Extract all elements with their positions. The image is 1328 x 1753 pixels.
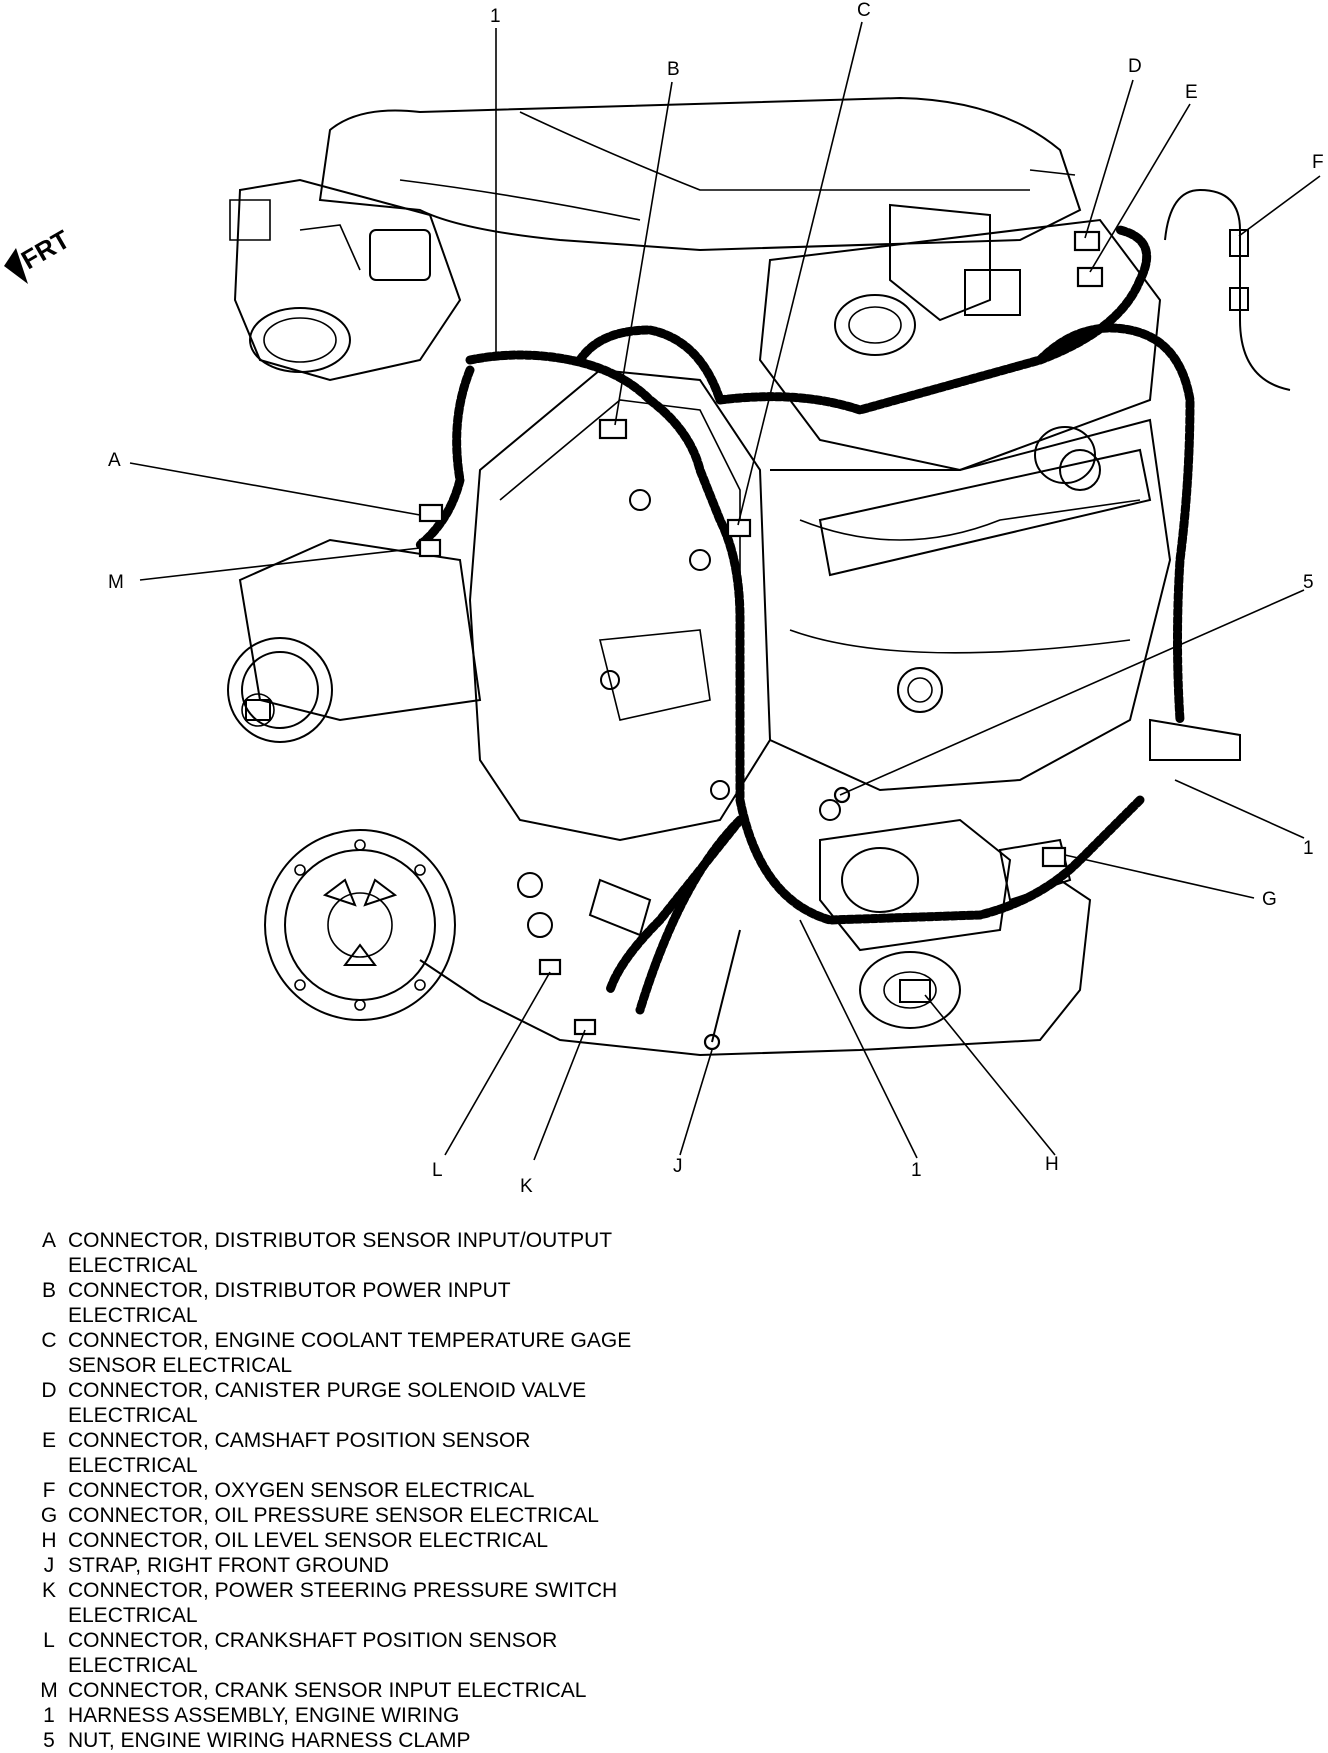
legend-item-b: B CONNECTOR, DISTRIBUTOR POWER INPUT ELEC… <box>30 1278 1230 1328</box>
legend-text: CONNECTOR, DISTRIBUTOR POWER INPUT ELECT… <box>68 1279 511 1327</box>
callout-f: F <box>1312 152 1324 173</box>
legend-item-c: C CONNECTOR, ENGINE COOLANT TEMPERATURE G… <box>30 1328 1230 1378</box>
callout-h: H <box>1045 1154 1059 1175</box>
callout-a: A <box>108 450 121 471</box>
legend-text: CONNECTOR, DISTRIBUTOR SENSOR INPUT/OUTP… <box>68 1229 613 1277</box>
front-direction-indicator: FRT <box>4 224 75 284</box>
callout-m: M <box>108 572 124 593</box>
legend-key: F <box>42 1479 56 1502</box>
legend: A CONNECTOR, DISTRIBUTOR SENSOR INPUT/OUT… <box>30 1228 1230 1753</box>
legend-text: CONNECTOR, CRANKSHAFT POSITION SENSOR EL… <box>68 1629 558 1677</box>
legend-key: K <box>41 1579 56 1602</box>
legend-text: CONNECTOR, CAMSHAFT POSITION SENSOR ELEC… <box>68 1429 531 1477</box>
callout-j: J <box>673 1156 683 1177</box>
callout-1-right: 1 <box>1303 838 1314 859</box>
legend-key: L <box>43 1629 55 1652</box>
legend-key: 5 <box>43 1729 55 1752</box>
legend-text: NUT, ENGINE WIRING HARNESS CLAMP <box>68 1729 471 1752</box>
legend-key: J <box>43 1554 55 1577</box>
legend-key: G <box>40 1504 58 1527</box>
front-arrow-icon <box>4 248 28 284</box>
front-label: FRT <box>16 224 75 275</box>
callout-l: L <box>432 1160 443 1181</box>
callout-1-bottom: 1 <box>911 1160 922 1181</box>
callout-c: C <box>857 0 871 21</box>
legend-item-l: L CONNECTOR, CRANKSHAFT POSITION SENSOR E… <box>30 1628 1230 1678</box>
callout-1-top: 1 <box>490 6 501 27</box>
legend-item-d: D CONNECTOR, CANISTER PURGE SOLENOID VALV… <box>30 1378 1230 1428</box>
callout-g: G <box>1262 889 1277 910</box>
legend-item-1: 1 HARNESS ASSEMBLY, ENGINE WIRING <box>30 1703 1230 1728</box>
legend-text: CONNECTOR, ENGINE COOLANT TEMPERATURE GA… <box>68 1329 632 1377</box>
legend-item-g: G CONNECTOR, OIL PRESSURE SENSOR ELECTRIC… <box>30 1503 1230 1528</box>
callout-e: E <box>1185 82 1198 103</box>
legend-item-j: J STRAP, RIGHT FRONT GROUND <box>30 1553 1230 1578</box>
callout-d: D <box>1128 56 1142 77</box>
leader-lines <box>129 21 1321 1161</box>
legend-key: D <box>41 1379 57 1402</box>
legend-item-k: K CONNECTOR, POWER STEERING PRESSURE SWIT… <box>30 1578 1230 1628</box>
legend-item-a: A CONNECTOR, DISTRIBUTOR SENSOR INPUT/OUT… <box>30 1228 1230 1278</box>
legend-item-h: H CONNECTOR, OIL LEVEL SENSOR ELECTRICAL <box>30 1528 1230 1553</box>
legend-key: H <box>41 1529 57 1552</box>
legend-item-e: E CONNECTOR, CAMSHAFT POSITION SENSOR ELE… <box>30 1428 1230 1478</box>
callout-5: 5 <box>1303 572 1314 593</box>
legend-text: STRAP, RIGHT FRONT GROUND <box>68 1554 389 1577</box>
legend-item-m: M CONNECTOR, CRANK SENSOR INPUT ELECTRICA… <box>30 1678 1230 1703</box>
legend-text: CONNECTOR, CRANK SENSOR INPUT ELECTRICAL <box>68 1679 587 1702</box>
callout-labels: 1 B C D E F A M 5 1 G H 1 J K L <box>108 0 1324 1197</box>
engine-wiring-diagram: FRT <box>4 0 1324 1197</box>
legend-text: CONNECTOR, OXYGEN SENSOR ELECTRICAL <box>68 1479 535 1502</box>
engine-illustration <box>227 96 1291 1057</box>
legend-text: HARNESS ASSEMBLY, ENGINE WIRING <box>68 1704 460 1727</box>
legend-text: CONNECTOR, POWER STEERING PRESSURE SWITC… <box>68 1579 618 1627</box>
legend-key: 1 <box>43 1704 55 1727</box>
legend-key: A <box>41 1229 56 1252</box>
legend-item-f: F CONNECTOR, OXYGEN SENSOR ELECTRICAL <box>30 1478 1230 1503</box>
legend-text: CONNECTOR, CANISTER PURGE SOLENOID VALVE… <box>68 1379 587 1427</box>
legend-key: M <box>40 1679 58 1702</box>
legend-key: E <box>41 1429 56 1452</box>
legend-item-5: 5 NUT, ENGINE WIRING HARNESS CLAMP <box>30 1728 1230 1753</box>
legend-key: C <box>41 1329 57 1352</box>
legend-text: CONNECTOR, OIL PRESSURE SENSOR ELECTRICA… <box>68 1504 599 1527</box>
legend-text: CONNECTOR, OIL LEVEL SENSOR ELECTRICAL <box>68 1529 549 1552</box>
callout-k: K <box>520 1176 533 1197</box>
callout-b: B <box>667 59 680 80</box>
legend-key: B <box>41 1279 56 1302</box>
